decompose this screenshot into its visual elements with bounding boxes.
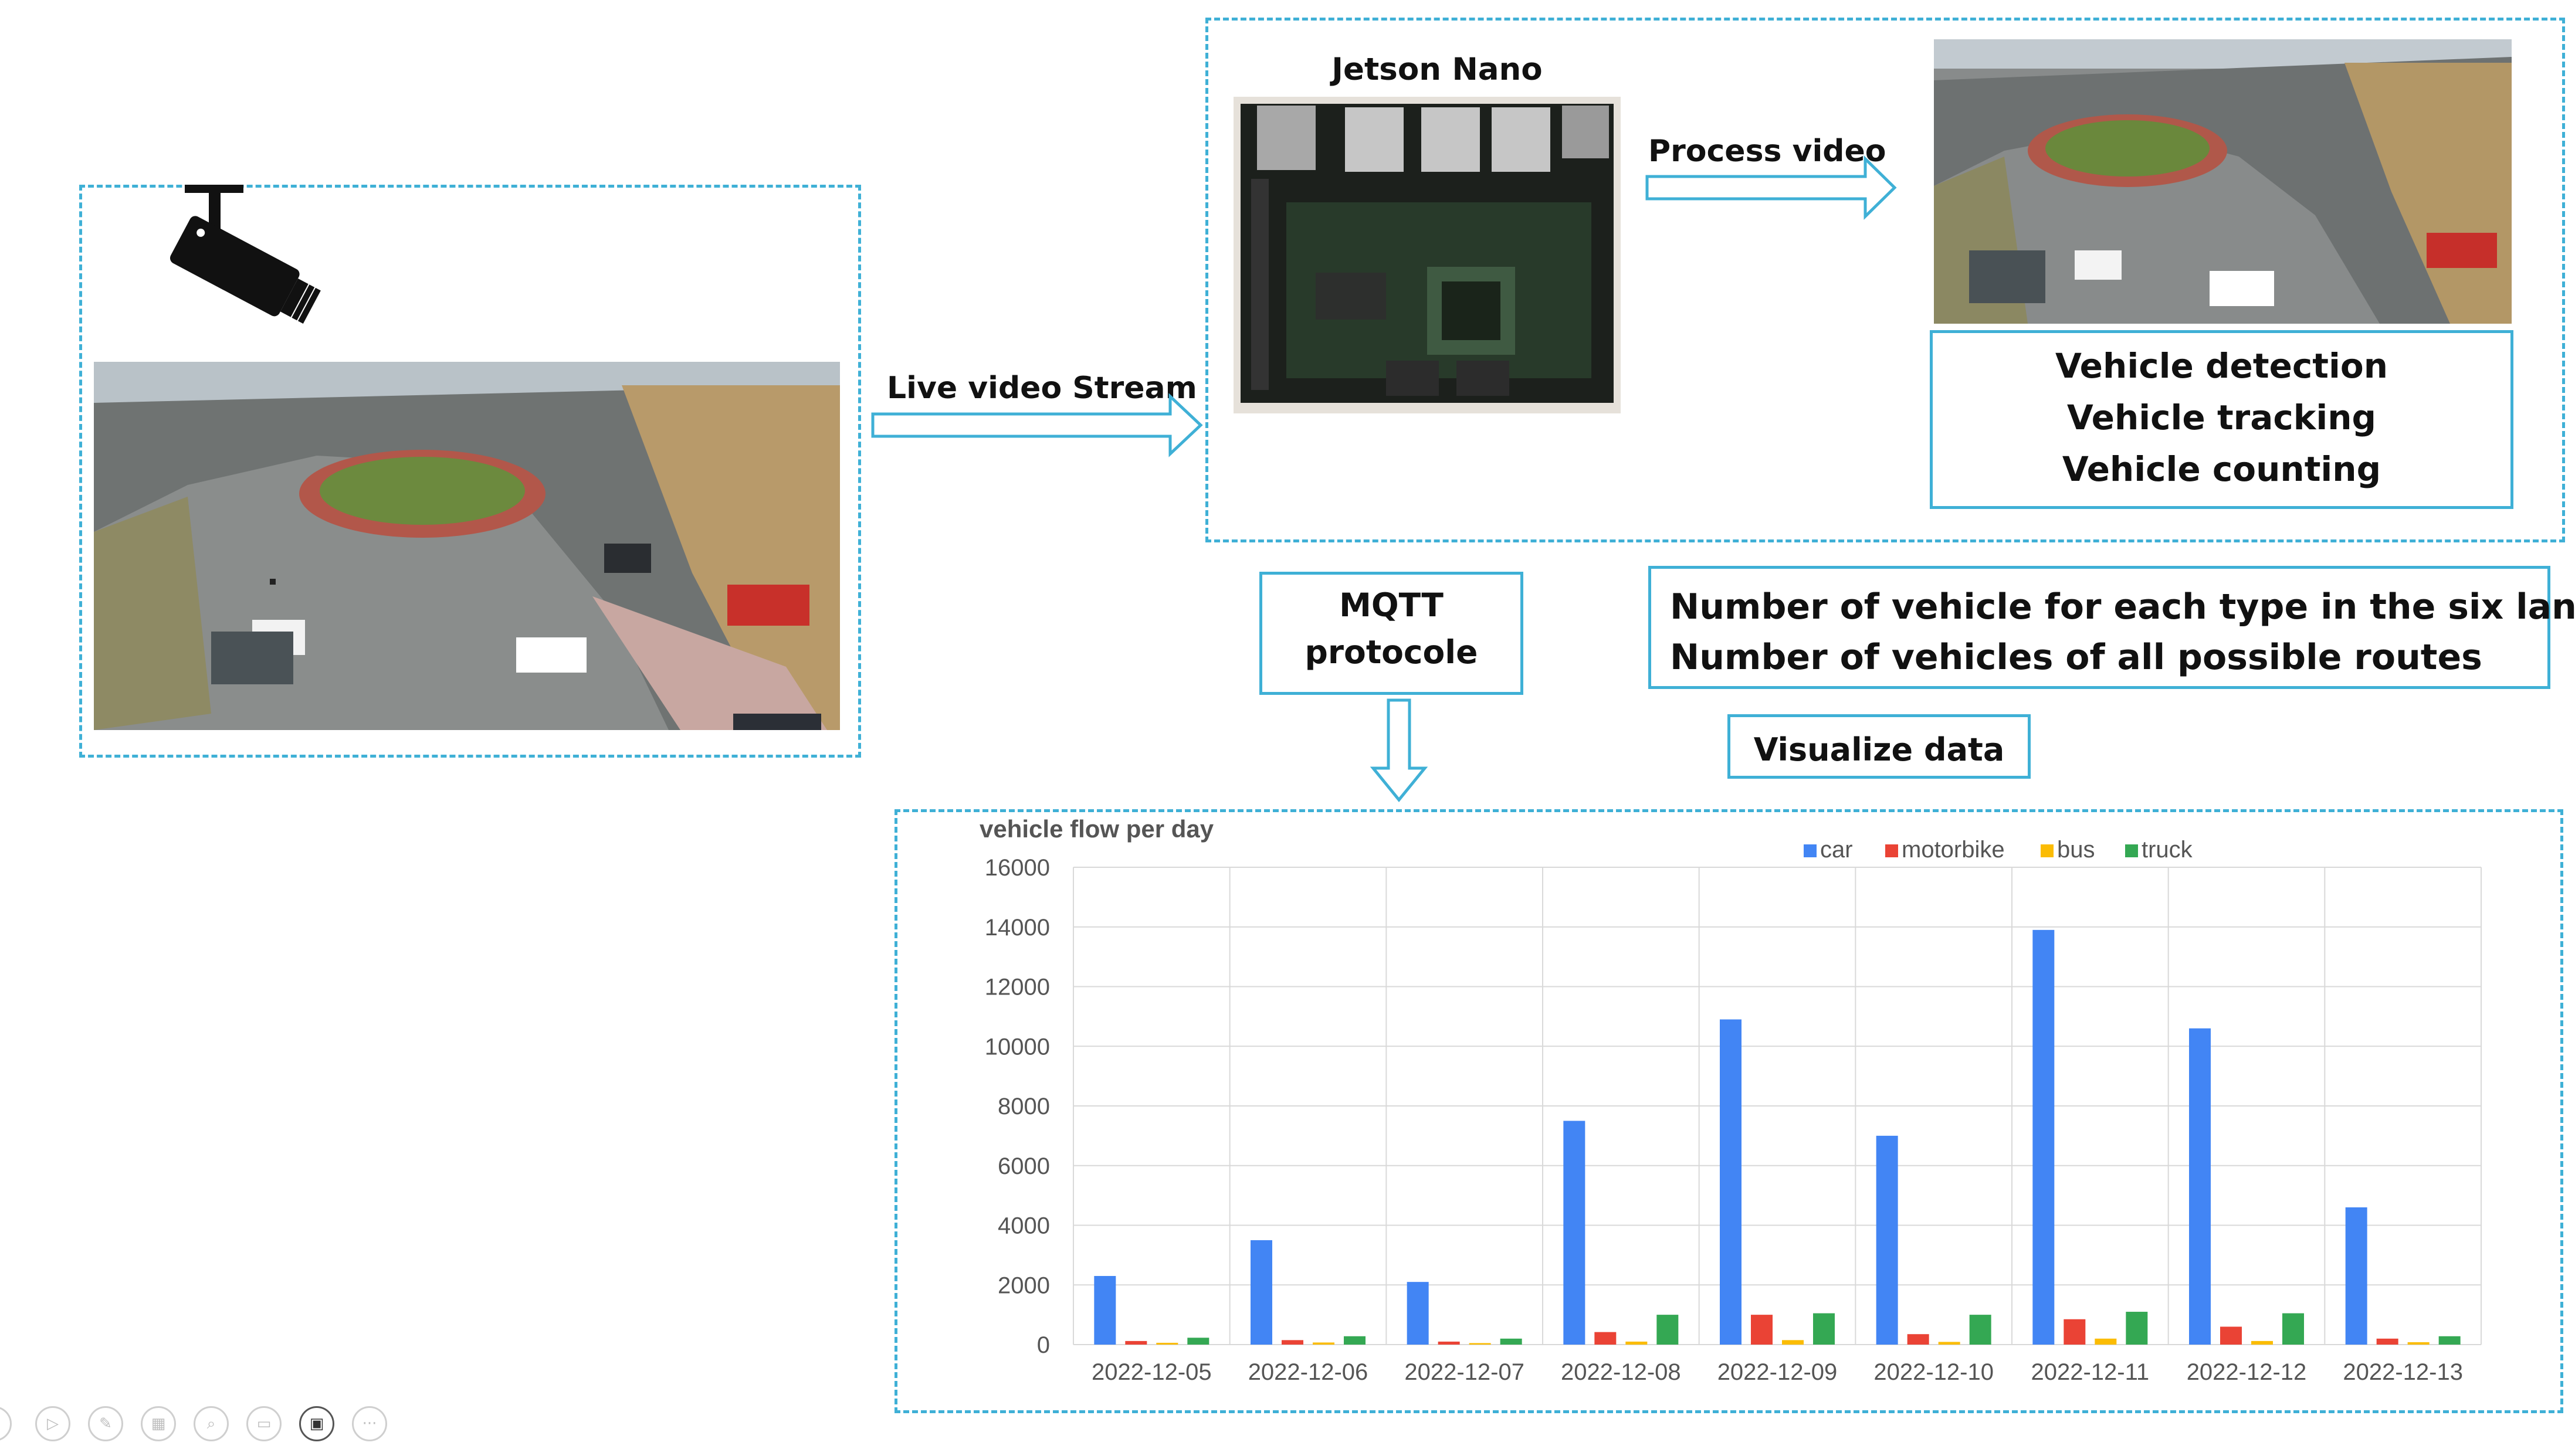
bar-bus xyxy=(1938,1342,1960,1345)
y-tick-label: 4000 xyxy=(998,1213,1050,1239)
x-tick-label: 2022-12-12 xyxy=(2187,1359,2307,1385)
bar-truck xyxy=(1656,1315,1679,1345)
subtitles-icon[interactable]: ▭ xyxy=(246,1406,282,1441)
bar-truck xyxy=(2126,1312,2148,1345)
bar-motorbike xyxy=(1751,1315,1773,1345)
bar-truck xyxy=(2438,1336,2461,1345)
live-stream-label: Live video Stream xyxy=(887,371,1197,406)
counts-line-2: Number of vehicles of all possible route… xyxy=(1670,637,2482,678)
jetson-title: Jetson Nano xyxy=(1331,52,1543,87)
camera-input-box xyxy=(79,185,861,758)
bar-motorbike xyxy=(2064,1319,2086,1345)
roundabout-camera-photo xyxy=(94,362,840,730)
bar-car xyxy=(1876,1135,1898,1345)
play-icon[interactable]: ▷ xyxy=(35,1406,70,1441)
cctv-camera-icon xyxy=(170,185,321,324)
processing-box xyxy=(1205,18,2565,542)
process-video-arrow xyxy=(1645,155,1897,220)
legend-label-motorbike: motorbike xyxy=(1902,837,2005,863)
x-tick-label: 2022-12-05 xyxy=(1092,1359,1212,1385)
legend-label-car: car xyxy=(1820,837,1853,863)
mqtt-down-arrow xyxy=(1370,698,1428,802)
tasks-box: Vehicle detection Vehicle tracking Vehic… xyxy=(1930,330,2513,509)
bar-truck xyxy=(1344,1336,1366,1345)
bar-car xyxy=(1563,1121,1585,1345)
chart-title: vehicle flow per day xyxy=(980,815,1214,843)
bar-bus xyxy=(1156,1342,1178,1345)
task-tracking: Vehicle tracking xyxy=(2066,398,2377,437)
bar-car xyxy=(2032,929,2055,1345)
mqtt-line-1: MQTT xyxy=(1339,586,1444,624)
bar-car xyxy=(1094,1275,1116,1345)
mqtt-box: MQTT protocole xyxy=(1259,572,1523,695)
bar-car xyxy=(1251,1240,1272,1345)
bar-car xyxy=(1407,1282,1429,1345)
bar-truck xyxy=(1187,1338,1209,1345)
slides-icon[interactable]: ▦ xyxy=(141,1406,176,1441)
camera-icon[interactable]: ▣ xyxy=(299,1406,334,1441)
y-tick-label: 8000 xyxy=(998,1094,1050,1119)
detection-output-photo xyxy=(1934,39,2512,324)
visualize-box: Visualize data xyxy=(1727,714,2031,779)
bar-truck xyxy=(1500,1338,1522,1345)
legend-swatch-truck xyxy=(2125,844,2138,857)
bar-truck xyxy=(1813,1313,1835,1345)
y-tick-label: 14000 xyxy=(985,915,1050,941)
chart-box xyxy=(895,809,2563,1413)
process-video-label: Process video xyxy=(1648,134,1886,169)
bar-bus xyxy=(2095,1338,2117,1345)
counts-line-1: Number of vehicle for each type in the s… xyxy=(1670,586,2575,627)
bar-motorbike xyxy=(2220,1326,2242,1345)
task-counting: Vehicle counting xyxy=(2062,449,2381,489)
more-icon[interactable]: ··· xyxy=(352,1406,387,1441)
y-tick-label: 0 xyxy=(1037,1332,1050,1358)
bar-truck xyxy=(1969,1315,1991,1345)
bar-motorbike xyxy=(1125,1340,1147,1345)
bar-motorbike xyxy=(2376,1338,2398,1345)
bar-truck xyxy=(2282,1313,2304,1345)
y-tick-label: 10000 xyxy=(985,1034,1050,1060)
pen-icon[interactable]: ✎ xyxy=(88,1406,123,1441)
x-tick-label: 2022-12-07 xyxy=(1404,1359,1524,1385)
bar-bus xyxy=(2407,1342,2430,1345)
mqtt-line-2: protocole xyxy=(1305,633,1478,671)
legend-label-truck: truck xyxy=(2142,837,2193,863)
zoom-icon[interactable]: ⌕ xyxy=(194,1406,229,1441)
bar-bus xyxy=(1469,1343,1491,1345)
y-tick-label: 12000 xyxy=(985,975,1050,1000)
x-tick-label: 2022-12-10 xyxy=(1873,1359,1994,1385)
y-tick-label: 2000 xyxy=(998,1272,1050,1298)
live-stream-arrow xyxy=(871,393,1203,457)
counts-box: Number of vehicle for each type in the s… xyxy=(1648,566,2575,689)
bar-bus xyxy=(1782,1340,1804,1345)
bar-motorbike xyxy=(1907,1334,1929,1345)
x-tick-label: 2022-12-06 xyxy=(1248,1359,1368,1385)
bar-bus xyxy=(1313,1342,1334,1345)
legend-swatch-bus xyxy=(2041,844,2054,857)
legend-swatch-car xyxy=(1804,844,1817,857)
bar-car xyxy=(1720,1019,1741,1345)
task-detection: Vehicle detection xyxy=(2055,346,2388,386)
visualize-label: Visualize data xyxy=(1753,731,2005,768)
bar-motorbike xyxy=(1282,1340,1303,1345)
bar-bus xyxy=(2251,1340,2273,1345)
x-tick-label: 2022-12-11 xyxy=(2031,1359,2150,1385)
legend-swatch-motorbike xyxy=(1885,844,1898,857)
bar-car xyxy=(2345,1207,2367,1345)
jetson-nano-board-photo xyxy=(1234,97,1621,413)
y-tick-label: 6000 xyxy=(998,1153,1050,1179)
bar-car xyxy=(2189,1028,2211,1345)
y-tick-label: 16000 xyxy=(985,855,1050,881)
presentation-toolbar: ‹ ▷ ✎ ▦ ⌕ ▭ ▣ ··· xyxy=(0,1401,411,1448)
legend-label-bus: bus xyxy=(2057,837,2095,863)
x-tick-label: 2022-12-08 xyxy=(1561,1359,1681,1385)
x-tick-label: 2022-12-13 xyxy=(2343,1359,2463,1385)
bar-motorbike xyxy=(1594,1332,1617,1345)
vehicle-flow-chart: vehicle flow per day 0 2000 4000 6000 8000 100… xyxy=(980,815,2482,1385)
x-tick-label: 2022-12-09 xyxy=(1717,1359,1838,1385)
bar-motorbike xyxy=(1438,1341,1460,1345)
bar-bus xyxy=(1625,1341,1648,1345)
prev-icon[interactable]: ‹ xyxy=(0,1406,12,1441)
